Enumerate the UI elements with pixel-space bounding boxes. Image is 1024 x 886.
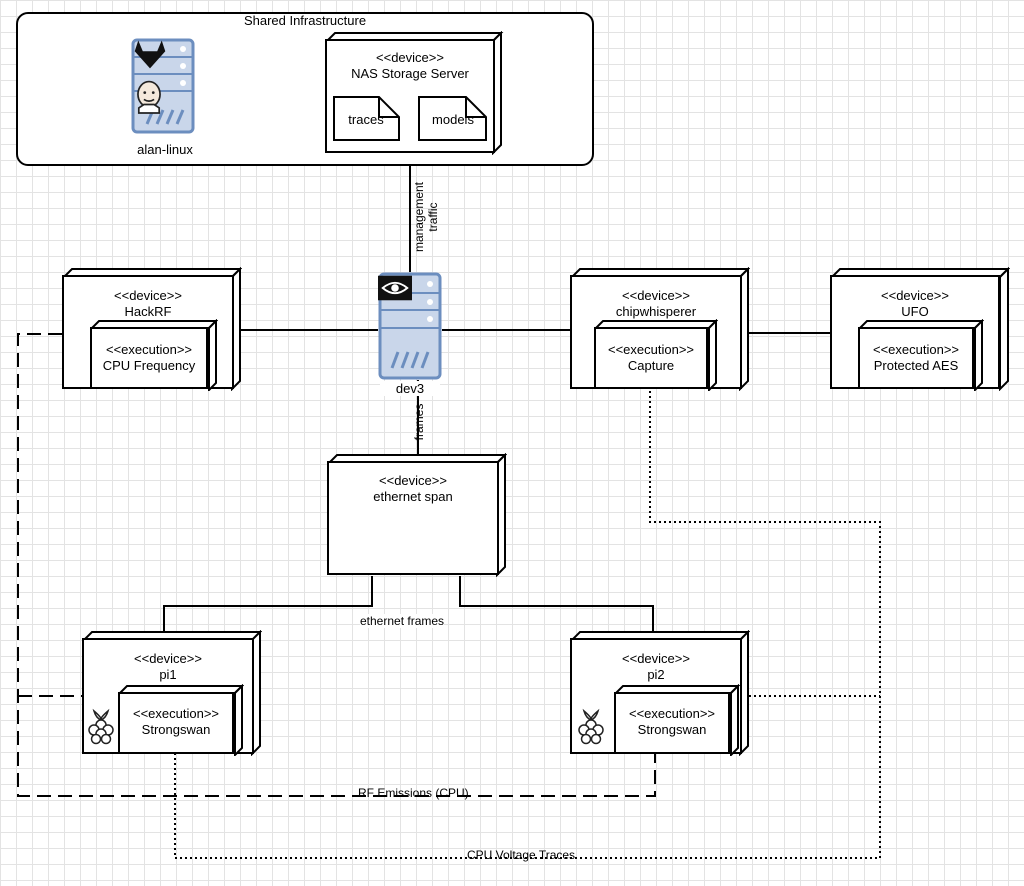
traces-artifact[interactable]: [333, 96, 401, 142]
ufo-exec-stereotype: <<execution>>: [872, 342, 960, 357]
pi1-exec-3d: [118, 684, 244, 756]
ufo-stereotype: <<device>>: [881, 288, 949, 303]
pi1-exec-stereotype: <<execution>>: [132, 706, 220, 721]
protected-aes-execution[interactable]: [858, 327, 974, 389]
span-stereotype: <<device>>: [379, 473, 447, 488]
shared-infrastructure-label: Shared Infrastructure: [243, 13, 367, 28]
traces-artifact-label: traces: [348, 112, 384, 127]
rf-emissions-label: RF Emissions (CPU): [358, 786, 469, 800]
cpu-voltage-traces-label: CPU Voltage Traces: [467, 848, 576, 862]
ethernet-span-node[interactable]: [327, 461, 499, 575]
models-artifact[interactable]: [418, 96, 488, 142]
hackrf-exec-stereotype: <<execution>>: [105, 342, 193, 357]
nas-stereotype: <<device>>: [376, 50, 444, 65]
jenkins-icon: [137, 80, 161, 114]
cpu-voltage-link: [174, 386, 881, 859]
pi2-strongswan-execution[interactable]: [614, 692, 730, 754]
pi1-name: pi1: [159, 667, 177, 682]
management-traffic-label: management traffic: [412, 172, 440, 262]
management-label-line1: management: [412, 181, 426, 253]
capture-execution[interactable]: [594, 327, 708, 389]
models-artifact-label: models: [432, 112, 474, 127]
raspberry-pi-icon: [88, 708, 114, 745]
pi2-exec-name: Strongswan: [637, 722, 707, 737]
chipwhisperer-exec-name: Capture: [627, 358, 675, 373]
chipwhisperer-stereotype: <<device>>: [622, 288, 690, 303]
span-name: ethernet span: [373, 489, 453, 504]
hackrf-exec-name: CPU Frequency: [102, 358, 196, 373]
chipwhisperer-name: chipwhisperer: [615, 304, 697, 319]
pi2-name: pi2: [647, 667, 665, 682]
span-to-pi2-link: [459, 576, 654, 640]
raspberry-pi-icon: [578, 708, 604, 745]
frames-label: frames: [412, 403, 426, 441]
nas-name: NAS Storage Server: [351, 66, 469, 81]
rf-emissions-link: [17, 333, 656, 797]
dev3-label: dev3: [380, 381, 440, 396]
ufo-exec-name: Protected AES: [873, 358, 959, 373]
protected-aes-exec-3d: [858, 319, 984, 391]
chipwhisperer-exec-stereotype: <<execution>>: [607, 342, 695, 357]
pi1-exec-name: Strongswan: [141, 722, 211, 737]
hackrf-stereotype: <<device>>: [114, 288, 182, 303]
pi1-strongswan-execution[interactable]: [118, 692, 234, 754]
hackrf-name: HackRF: [124, 304, 172, 319]
pi1-stereotype: <<device>>: [134, 651, 202, 666]
span-to-pi1-link: [163, 576, 373, 640]
shared-infrastructure-group: [16, 12, 594, 166]
nvidia-icon: [378, 275, 412, 301]
pi2-stereotype: <<device>>: [622, 651, 690, 666]
gitlab-icon: [134, 40, 166, 69]
ufo-name: UFO: [901, 304, 929, 319]
alan-linux-label: alan-linux: [137, 142, 193, 157]
pi2-exec-stereotype: <<execution>>: [628, 706, 716, 721]
management-label-line2: traffic: [426, 202, 440, 232]
pi2-exec-3d: [614, 684, 740, 756]
ethernet-frames-label: ethernet frames: [360, 614, 445, 628]
cpu-frequency-execution[interactable]: [90, 327, 208, 389]
